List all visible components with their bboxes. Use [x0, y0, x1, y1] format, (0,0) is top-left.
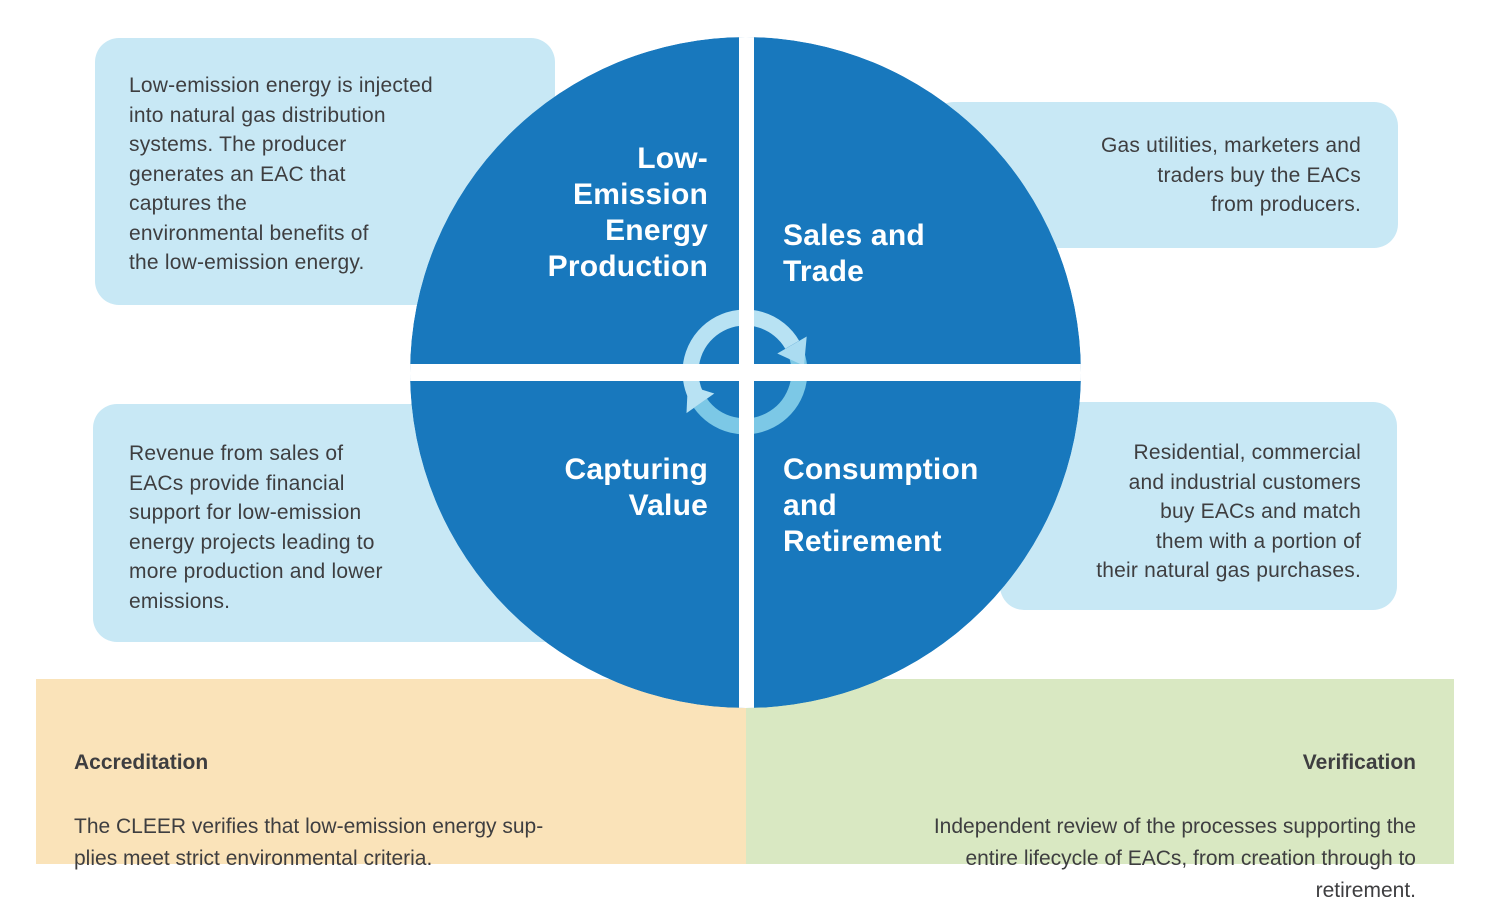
- lifecycle-circle: Low- Emission Energy Production Sales an…: [410, 37, 1081, 708]
- accreditation-bar: Accreditation The CLEER verifies that lo…: [36, 679, 746, 870]
- accreditation-title: Accreditation: [74, 751, 209, 774]
- verification-bar: Verification Independent review of the p…: [746, 679, 1454, 901]
- cycle-arrowhead-top-right: [777, 336, 807, 366]
- cycle-arrowhead-bottom-left: [686, 385, 715, 414]
- vertical-divider: [739, 37, 754, 708]
- quadrant-label-sales-trade: Sales and Trade: [783, 219, 925, 288]
- accreditation-body: The CLEER verifies that low-emission ene…: [74, 815, 544, 870]
- quadrant-label-capturing-value: Capturing Value: [564, 453, 708, 522]
- quadrant-label-consumption-retirement: Consumption and Retirement: [783, 453, 979, 558]
- quadrant-label-production: Low- Emission Energy Production: [547, 142, 708, 283]
- verification-body: Independent review of the processes supp…: [933, 815, 1416, 901]
- verification-title: Verification: [1302, 751, 1416, 774]
